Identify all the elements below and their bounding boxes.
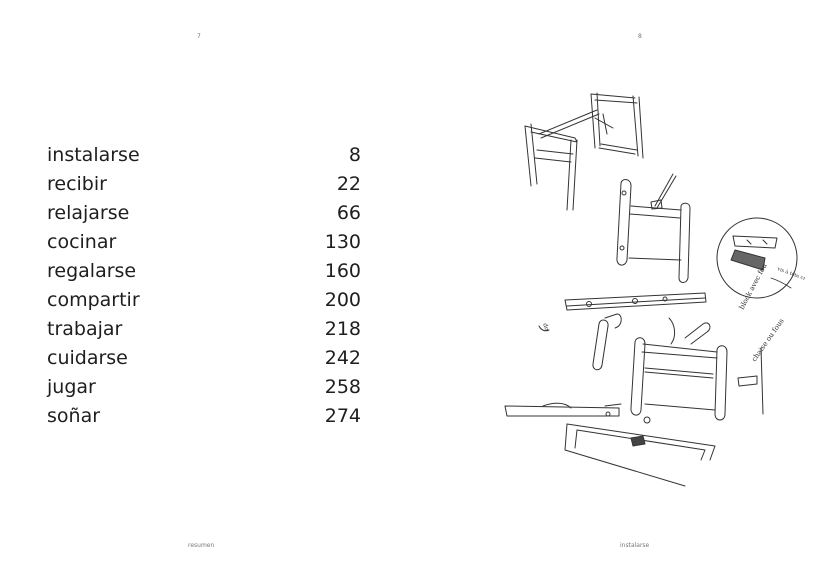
toc-entry-page: 160 [324,260,361,282]
left-page: 7 instalarse 8 recibir 22 relajarse 66 c… [47,33,361,549]
right-page: 8 [420,0,840,584]
sketch-chair-frame [630,322,764,421]
sketch-detail-circle [716,217,798,299]
sketch-side-piece [616,173,691,283]
toc-entry-page: 130 [324,231,361,253]
furniture-sketch-icon: block avec feu chaise ou fous vis à tête… [504,92,805,487]
sketch-long-rail [538,292,707,371]
toc-entry-page: 22 [336,173,361,195]
toc-entry-sonar[interactable]: soñar 274 [47,402,361,431]
toc-entry-cocinar[interactable]: cocinar 130 [47,228,361,257]
sketch-bottom-box [504,402,716,487]
toc-entry-title: compartir [47,289,140,311]
toc-entry-page: 218 [324,318,361,340]
toc-entry-title: relajarse [47,202,130,224]
sketch-note-block: block avec feu [738,262,769,311]
sketch-note-vis: vis à tête creuse [775,265,805,286]
table-of-contents: instalarse 8 recibir 22 relajarse 66 coc… [47,141,361,431]
toc-entry-cuidarse[interactable]: cuidarse 242 [47,344,361,373]
sketch-top-frame [524,92,644,211]
sketch-note-chaise: chaise ou fous [750,317,786,363]
toc-entry-page: 274 [324,405,361,427]
right-page-number: 8 [638,33,642,40]
toc-entry-regalarse[interactable]: regalarse 160 [47,257,361,286]
sketch-note-do: do [541,322,550,332]
toc-entry-title: regalarse [47,260,137,282]
toc-entry-instalarse[interactable]: instalarse 8 [47,141,361,170]
toc-entry-title: trabajar [47,318,123,340]
toc-entry-relajarse[interactable]: relajarse 66 [47,199,361,228]
toc-entry-page: 200 [324,289,361,311]
left-page-number: 7 [197,33,201,40]
toc-entry-title: soñar [47,405,101,427]
left-page-footer: resumen [188,542,215,549]
toc-entry-trabajar[interactable]: trabajar 218 [47,315,361,344]
toc-entry-compartir[interactable]: compartir 200 [47,286,361,315]
toc-entry-jugar[interactable]: jugar 258 [47,373,361,402]
right-page-footer: instalarse [620,542,650,549]
toc-entry-title: cuidarse [47,347,128,369]
toc-entry-title: recibir [47,173,107,195]
toc-entry-recibir[interactable]: recibir 22 [47,170,361,199]
toc-entry-page: 258 [324,376,361,398]
toc-entry-page: 8 [348,144,361,166]
toc-entry-page: 242 [324,347,361,369]
toc-entry-title: cocinar [47,231,117,253]
toc-entry-title: jugar [47,376,96,398]
toc-entry-title: instalarse [47,144,140,166]
toc-entry-page: 66 [336,202,361,224]
